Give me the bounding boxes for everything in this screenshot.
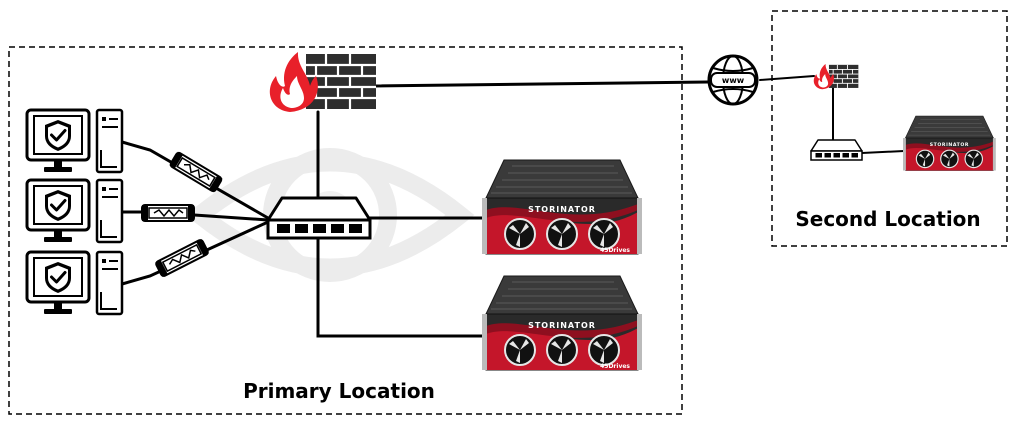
internet-label: www xyxy=(722,76,745,85)
storinator-server-remote: STORINATOR xyxy=(902,115,997,172)
link-firewall-internet xyxy=(370,80,710,88)
link-ws3-switch xyxy=(120,220,270,286)
globe-icon: www xyxy=(707,54,759,106)
link-remote-switch-storinator xyxy=(861,150,905,154)
second-location-box xyxy=(771,10,1008,247)
storinator-2-brand: STORINATOR xyxy=(528,321,596,330)
primary-network-switch xyxy=(266,196,372,240)
second-network-switch xyxy=(810,139,863,161)
surge-protector-3 xyxy=(154,238,210,278)
link-internet-remote-firewall xyxy=(759,75,815,81)
storinator-1-maker: 45Drives xyxy=(600,247,630,254)
workstation-2 xyxy=(25,178,124,244)
storinator-remote-brand: STORINATOR xyxy=(930,142,969,148)
surge-protector-1 xyxy=(168,150,224,194)
surge-protector-2 xyxy=(141,204,195,222)
primary-firewall-icon xyxy=(268,50,378,114)
workstation-1 xyxy=(25,108,124,174)
workstation-3 xyxy=(25,250,124,316)
second-firewall-icon xyxy=(813,63,859,90)
storinator-1-brand: STORINATOR xyxy=(528,205,596,214)
link-switch-storinator-2 xyxy=(316,236,488,338)
second-location-label: Second Location xyxy=(795,207,980,231)
storinator-2-maker: 45Drives xyxy=(600,363,630,370)
link-ws1-switch xyxy=(120,140,270,220)
primary-location-label: Primary Location xyxy=(243,379,435,403)
storinator-server-1: STORINATOR 45Drives xyxy=(481,159,643,255)
storinator-server-2: STORINATOR 45Drives xyxy=(481,275,643,371)
